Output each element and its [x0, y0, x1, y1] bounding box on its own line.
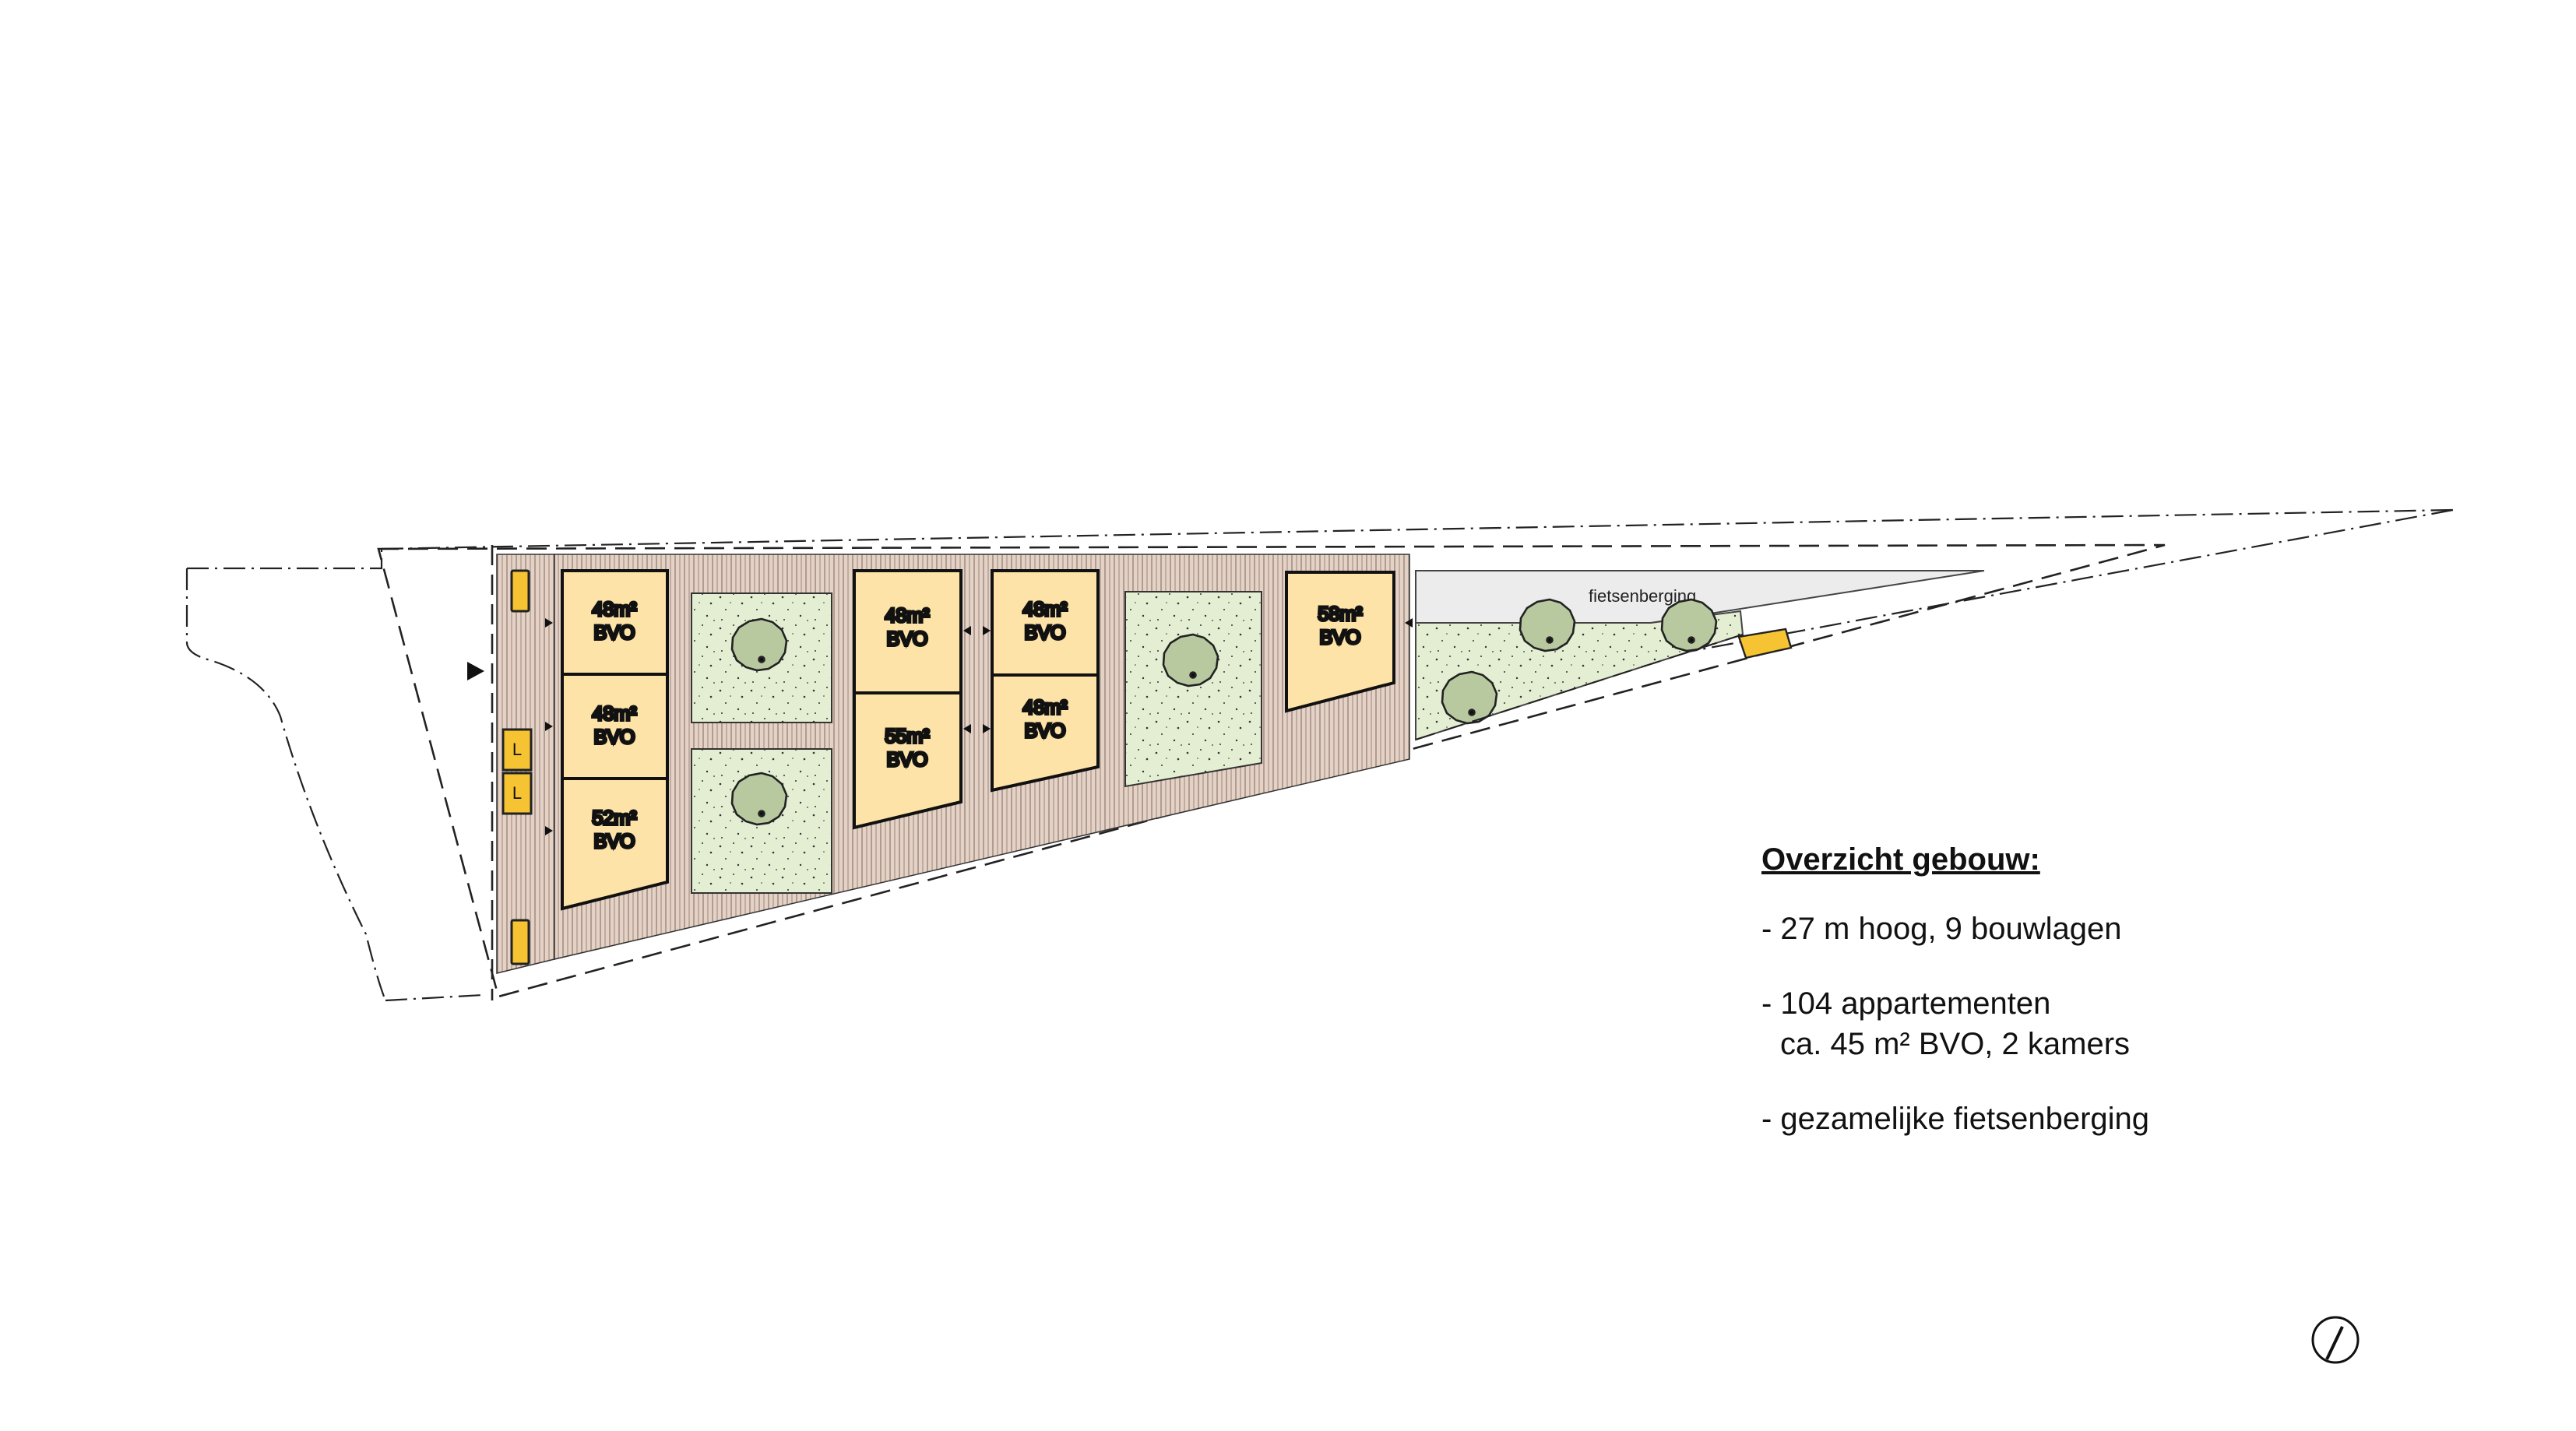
unit-55: 55m² BVO	[853, 691, 962, 830]
lift-1-label: L	[512, 740, 522, 759]
overview-title: Overzicht gebouw:	[1761, 842, 2040, 877]
lift-2-label: L	[512, 783, 522, 803]
unit-area: 48m²	[593, 703, 637, 725]
property-line	[1415, 634, 1744, 740]
unit-area: 48m²	[1023, 599, 1068, 621]
north-arrow-icon	[2311, 1316, 2360, 1364]
trees	[730, 598, 1718, 826]
tree-icon	[1441, 670, 1498, 725]
overview-apartments: - 104 appartementen ca. 45 m² BVO, 2 kam…	[1761, 983, 2149, 1064]
unit-48-b: 48m² BVO	[561, 673, 669, 780]
overview-height: - 27 m hoog, 9 bouwlagen	[1761, 912, 2122, 946]
unit-area: 52m²	[593, 807, 637, 829]
unit-area: 48m²	[593, 599, 637, 621]
tree-icon	[730, 772, 788, 826]
unit-label: BVO	[1025, 622, 1066, 644]
unit-label: BVO	[887, 628, 928, 650]
lift-1: L	[501, 728, 533, 772]
tree-icon	[1519, 598, 1576, 652]
lift-2: L	[501, 772, 533, 815]
door-markers	[545, 618, 1413, 835]
lift-box-east	[1737, 628, 1793, 659]
apartment-units: 48m² BVO 48m² BVO 52m² BVO 48m² BVO 55m²…	[561, 569, 1395, 911]
unit-label: BVO	[887, 749, 928, 771]
stair-lift-boxes: L L	[501, 569, 533, 965]
unit-area: 58m²	[1318, 603, 1363, 625]
courtyards	[691, 591, 1262, 894]
unit-label: BVO	[1025, 720, 1066, 742]
tree-icon	[1162, 633, 1219, 687]
tree-icon	[730, 617, 788, 672]
unit-48-d: 48m² BVO	[991, 569, 1100, 677]
tree-icon	[1660, 598, 1718, 652]
unit-area: 48m²	[885, 605, 930, 627]
overview-apartments-detail: ca. 45 m² BVO, 2 kamers	[1780, 1027, 2131, 1061]
unit-52: 52m² BVO	[561, 777, 669, 911]
unit-label: BVO	[594, 622, 635, 644]
unit-area: 55m²	[885, 726, 930, 747]
overview-apartments-count: - 104 appartementen	[1761, 986, 2051, 1021]
unit-48-c: 48m² BVO	[853, 569, 962, 694]
unit-48-e: 48m² BVO	[991, 673, 1100, 793]
overview-bike-storage: - gezamelijke fietsenberging	[1761, 1102, 2150, 1136]
unit-label: BVO	[1320, 627, 1361, 649]
unit-label: BVO	[594, 726, 635, 748]
site-boundary	[185, 508, 2454, 1002]
building-overview: Overzicht gebouw: - 27 m hoog, 9 bouwlag…	[1761, 842, 2149, 1173]
entrance-arrow-icon	[467, 662, 484, 680]
unit-48-a: 48m² BVO	[561, 569, 669, 676]
unit-area: 48m²	[1023, 697, 1068, 719]
garden-strip	[1415, 610, 1744, 741]
unit-58: 58m² BVO	[1285, 571, 1395, 713]
unit-label: BVO	[594, 831, 635, 853]
